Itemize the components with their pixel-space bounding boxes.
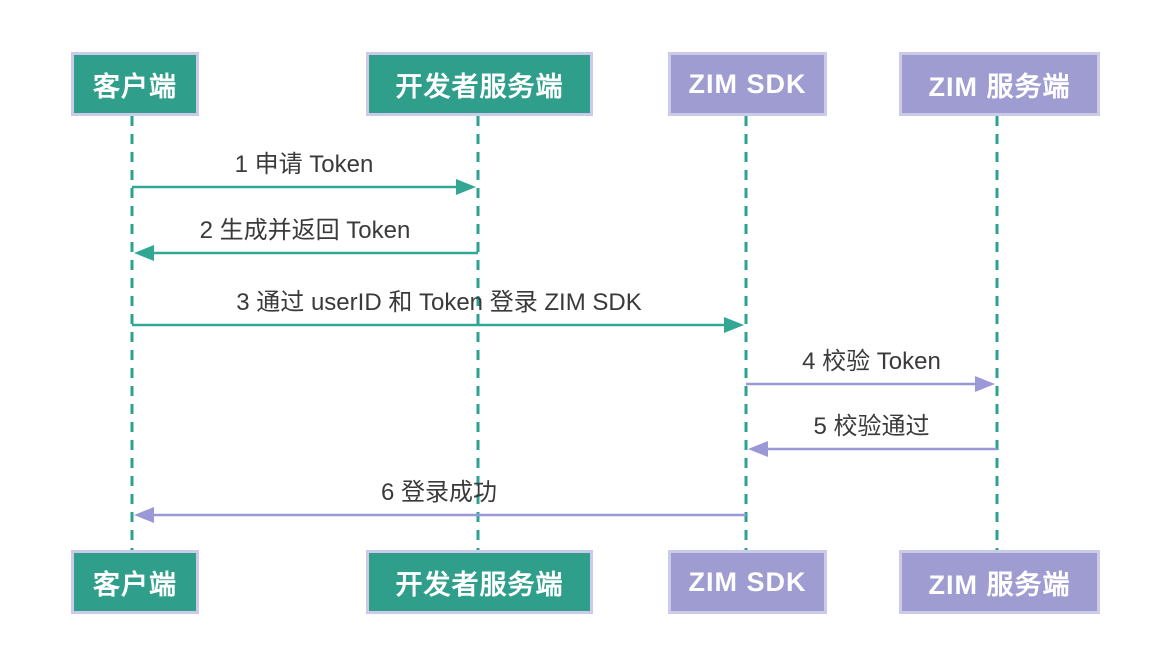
actor-box-client-bottom: 客户端 <box>71 550 199 614</box>
arrow-head-2 <box>134 245 154 261</box>
actor-box-zim-sdk-bottom: ZIM SDK <box>668 550 827 614</box>
actor-box-dev-server-top: 开发者服务端 <box>366 52 593 116</box>
arrow-head-5 <box>748 441 768 457</box>
message-label-2: 2 生成并返回 Token <box>199 217 411 244</box>
actor-box-zim-sdk-top: ZIM SDK <box>668 52 827 116</box>
arrow-head-4 <box>975 376 995 392</box>
message-label-6: 6 登录成功 <box>380 479 497 506</box>
message-label-3: 3 通过 userID 和 Token 登录 ZIM SDK <box>236 289 642 316</box>
message-label-5: 5 校验通过 <box>813 413 930 440</box>
actor-box-zim-server-bottom: ZIM 服务端 <box>899 550 1100 614</box>
arrow-head-1 <box>456 179 476 195</box>
arrow-head-3 <box>724 317 744 333</box>
arrow-head-6 <box>134 507 154 523</box>
message-label-4: 4 校验 Token <box>802 348 941 375</box>
actor-box-zim-server-top: ZIM 服务端 <box>899 52 1100 116</box>
actor-box-client-top: 客户端 <box>71 52 199 116</box>
actor-box-dev-server-bottom: 开发者服务端 <box>366 550 593 614</box>
message-label-1: 1 申请 Token <box>234 151 374 178</box>
